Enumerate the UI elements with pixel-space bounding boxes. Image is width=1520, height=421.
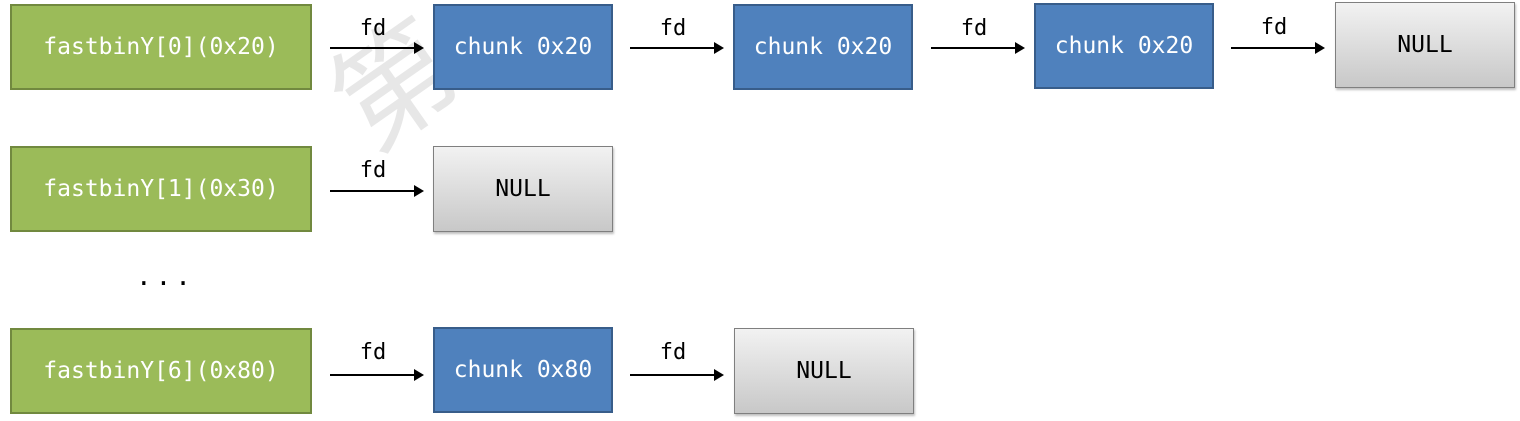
fastbin-6: fastbinY[6](0x80): [10, 328, 312, 414]
chunk-0-0: chunk 0x20: [433, 4, 613, 90]
fd-label: fd: [1260, 15, 1288, 40]
fd-arrow: [330, 185, 424, 197]
null-2: NULL: [734, 328, 914, 414]
fd-label: fd: [659, 16, 687, 41]
fd-arrow: [630, 369, 724, 381]
fd-arrow: [931, 42, 1025, 54]
fd-label: fd: [359, 16, 387, 41]
fd-arrow: [630, 42, 724, 54]
fd-label: fd: [659, 340, 687, 365]
ellipsis: ...: [136, 262, 195, 292]
fd-arrow: [1231, 42, 1325, 54]
fd-arrow: [330, 42, 424, 54]
chunk-0-2: chunk 0x20: [1034, 3, 1214, 89]
fastbin-0: fastbinY[0](0x20): [10, 4, 312, 90]
fd-label: fd: [359, 158, 387, 183]
chunk-0-1: chunk 0x20: [733, 4, 913, 90]
fd-label: fd: [359, 340, 387, 365]
fd-arrow: [330, 369, 424, 381]
fastbin-1: fastbinY[1](0x30): [10, 146, 312, 232]
null-1: NULL: [433, 146, 613, 232]
null-0: NULL: [1335, 2, 1515, 88]
fd-label: fd: [960, 16, 988, 41]
chunk-2-0: chunk 0x80: [433, 327, 613, 413]
